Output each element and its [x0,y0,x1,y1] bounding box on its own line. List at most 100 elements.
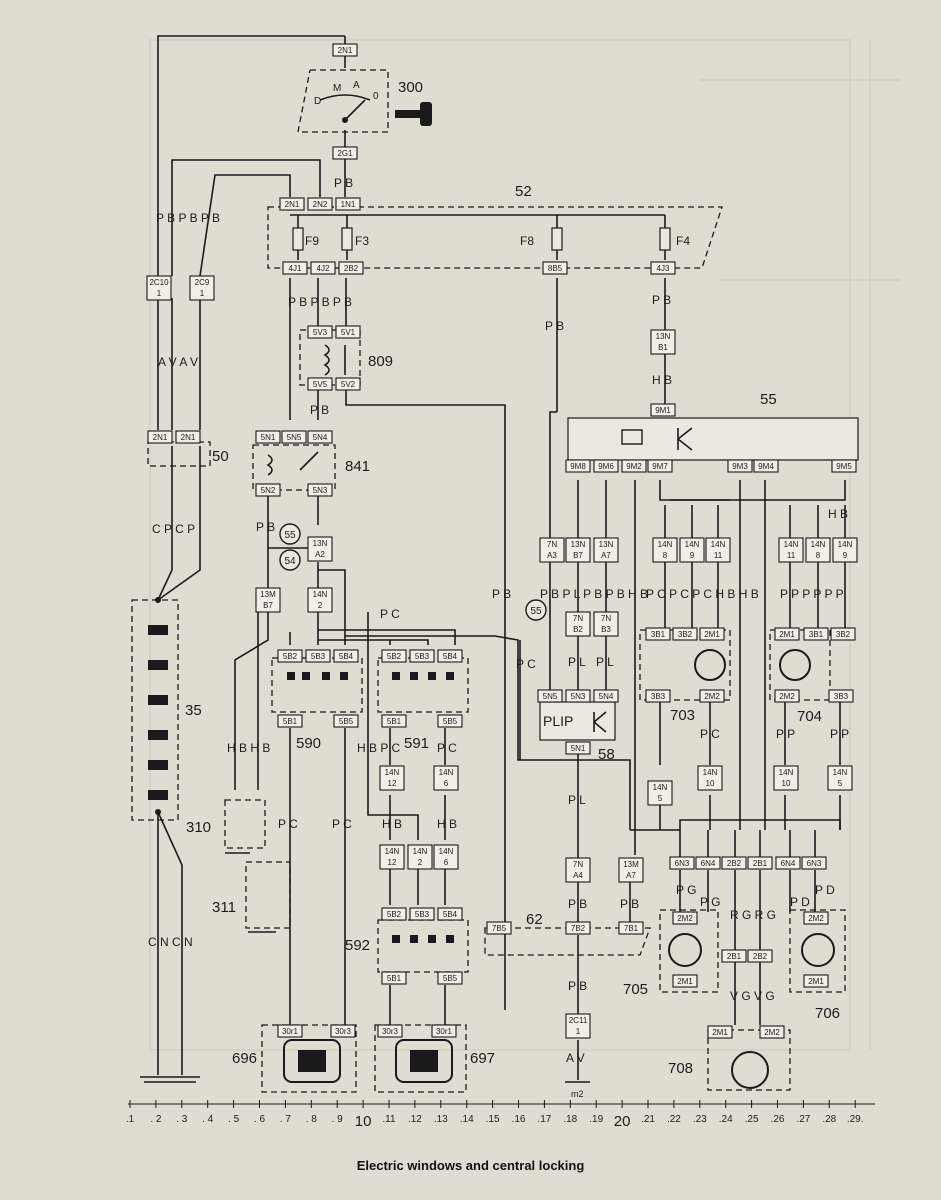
connector-label: 8 [663,551,668,560]
scale-label: 20 [614,1113,631,1130]
connector-k5b3b: 5B3 [409,649,435,663]
connector-k5b5b: 5B5 [437,714,463,728]
connector-k7b1: 7B1 [618,921,644,935]
wire-code: H B H B [227,741,270,755]
switch-contacts [287,672,454,943]
connector-label: 5B5 [443,717,458,726]
connector-k2m1e: 2M1 [707,1025,733,1039]
connector-k2m1d: 2M1 [803,974,829,988]
connector-label: 3B3 [651,692,666,701]
connector-k5b1b: 5B1 [381,714,407,728]
connector-k2n1_top: 2N1 [332,43,358,57]
relay-coils [266,344,346,476]
scale-label: .26 [771,1114,785,1125]
connector-label: 14N [833,768,848,777]
label-841: 841 [345,458,370,475]
wire-code: P L [596,655,614,669]
connector-label: 4J1 [289,264,302,273]
wire-code: P C [516,657,536,671]
connector-label: 11 [787,551,796,560]
connector-label: 9M4 [758,462,774,471]
connector-label: 14N [703,768,718,777]
dashed-enclosures [131,69,846,1093]
connector-label: 1 [157,289,162,298]
scale-label: .12 [408,1114,422,1125]
connector-label: 5B4 [339,652,354,661]
ground-symbols [140,852,590,1083]
connector-label: 2B2 [344,264,359,273]
connector-k9m5: 9M5 [831,459,857,473]
connector-label: 13N [656,332,671,341]
connector-k2m1c: 2M1 [672,974,698,988]
connector-k2n2: 2N2 [307,197,333,211]
connector-k5b3c: 5B3 [409,907,435,921]
connector-label: 10 [782,779,791,788]
scale-label: 10 [355,1113,372,1130]
wire-code: A V [566,1051,585,1065]
connector-label: 3B2 [678,630,693,639]
connector-label: 9M8 [570,462,586,471]
wire-code: P C P C P C H B H B [646,587,759,601]
label-592: 592 [345,937,370,954]
connector-label: 2N1 [338,46,353,55]
connector-k5n1b: 5N1 [565,741,591,755]
connector-label: 2C11 [569,1016,588,1025]
connector-label: 14N [385,768,400,777]
connector-label: 6N3 [807,859,822,868]
connector-label: 8B5 [548,264,563,273]
connector-k7b5: 7B5 [486,921,512,935]
connector-k5n5b: 5N5 [537,689,563,703]
connector-label: 5V3 [313,328,328,337]
connector-label: 13N [599,540,614,549]
circled-markers: 55 54 55 [279,523,547,621]
label-697: 697 [470,1050,495,1067]
window-motor-icons [283,1039,453,1083]
connector-label: 9 [843,551,848,560]
connector-k5n4b: 5N4 [593,689,619,703]
connector-k2m2e: 2M2 [759,1025,785,1039]
connector-k3b3b: 3B3 [828,689,854,703]
label-696: 696 [232,1050,257,1067]
wire-code: P C [332,817,352,831]
label-809: 809 [368,353,393,370]
label-311: 311 [212,899,236,916]
fuse-f9: F9 [305,234,319,248]
scale-label: . 5 [228,1114,240,1125]
connector-k5b5c: 5B5 [437,971,463,985]
wire-code: A V A V [158,355,198,369]
connector-label: 6 [444,779,449,788]
connector-label: 5N4 [599,692,614,701]
connector-label: 5B2 [283,652,298,661]
switch-pos-m: M [333,83,341,94]
label-590: 590 [296,735,321,752]
wire-code: P D [815,883,835,897]
connector-label: 3B1 [651,630,666,639]
connector-label: 1 [576,1027,581,1036]
connector-label: 30r3 [335,1027,352,1036]
connector-label: 2B1 [753,859,768,868]
motor-symbols [668,649,835,1089]
connector-label: 2M2 [764,1028,780,1037]
connector-label: 14N [711,540,726,549]
connector-k30r1: 30r1 [277,1024,303,1038]
wire-code: P B [545,319,564,333]
connector-label: 2N1 [153,433,168,442]
wire-code: P G [700,895,720,909]
connector-label: B3 [601,625,611,634]
connector-label: 30r1 [436,1027,453,1036]
wire-code: P B [568,897,587,911]
connector-label: A7 [626,871,636,880]
connector-k5b4b: 5B4 [437,649,463,663]
connector-k2m2d: 2M2 [803,911,829,925]
connector-k9m7: 9M7 [647,459,673,473]
connector-label: 9M6 [598,462,614,471]
connector-label: 4J2 [317,264,330,273]
